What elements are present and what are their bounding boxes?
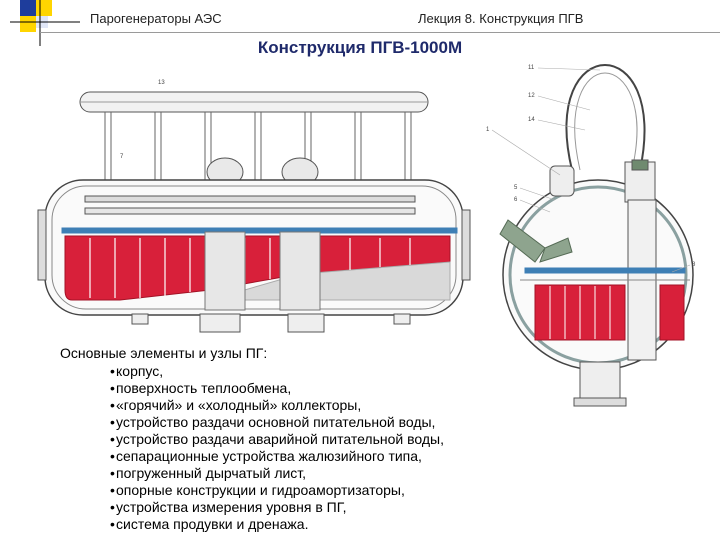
callout-label: 13 <box>158 80 165 86</box>
header-lecture-title: Лекция 8. Конструкция ПГВ <box>418 11 584 26</box>
bullet-marker: • <box>110 499 115 515</box>
list-item: •корпус, <box>110 363 530 380</box>
list-item-text: устройство раздачи аварийной питательной… <box>116 431 444 447</box>
logo-decoration <box>10 0 80 46</box>
header-course-title: Парогенераторы АЭС <box>90 11 222 26</box>
page-title: Конструкция ПГВ-1000М <box>257 38 463 57</box>
list-item-text: «горячий» и «холодный» коллекторы, <box>116 397 362 413</box>
components-list: •корпус, •поверхность теплообмена, •«гор… <box>60 363 530 533</box>
bullet-marker: • <box>110 380 115 396</box>
list-item-text: опорные конструкции и гидроамортизаторы, <box>116 482 405 498</box>
list-item: •система продувки и дренажа. <box>110 516 530 533</box>
list-item: •устройство раздачи аварийной питательно… <box>110 431 530 448</box>
bullet-marker: • <box>110 516 115 532</box>
list-item-text: погруженный дырчатый лист, <box>116 465 307 481</box>
header-divider <box>40 32 720 33</box>
list-item: •устройства измерения уровня в ПГ, <box>110 499 530 516</box>
bullet-marker: • <box>110 431 115 447</box>
components-list-section: Основные элементы и узлы ПГ: •корпус, •п… <box>60 345 530 533</box>
list-item: •поверхность теплообмена, <box>110 380 530 397</box>
list-item: •«горячий» и «холодный» коллекторы, <box>110 397 530 414</box>
bullet-marker: • <box>110 465 115 481</box>
horizontal-vessel-view <box>37 91 471 333</box>
callout-label: 7 <box>120 154 124 160</box>
vertical-section-view <box>491 63 694 407</box>
list-item-text: система продувки и дренажа. <box>116 516 309 532</box>
callout-label: 14 <box>528 117 535 123</box>
callout-label: 11 <box>528 65 535 71</box>
list-item-text: устройства измерения уровня в ПГ, <box>116 499 347 515</box>
steam-generator-drawing: 13 7 <box>37 63 696 407</box>
callout-label: 8 <box>692 262 696 268</box>
bullet-marker: • <box>110 414 115 430</box>
bullet-marker: • <box>110 482 115 498</box>
list-item: •опорные конструкции и гидроамортизаторы… <box>110 482 530 499</box>
list-heading: Основные элементы и узлы ПГ: <box>60 345 268 361</box>
callout-label: 6 <box>514 197 518 203</box>
list-item-text: корпус, <box>116 363 164 379</box>
list-item: •погруженный дырчатый лист, <box>110 465 530 482</box>
callout-label: 1 <box>486 127 490 133</box>
list-item-text: поверхность теплообмена, <box>116 380 292 396</box>
bullet-marker: • <box>110 397 115 413</box>
list-item-text: устройство раздачи основной питательной … <box>116 414 436 430</box>
callout-label: 5 <box>514 185 518 191</box>
callout-label: 12 <box>528 93 535 99</box>
list-item: •устройство раздачи основной питательной… <box>110 414 530 431</box>
bullet-marker: • <box>110 363 115 379</box>
list-item: •сепарационные устройства жалюзийного ти… <box>110 448 530 465</box>
list-item-text: сепарационные устройства жалюзийного тип… <box>116 448 422 464</box>
bullet-marker: • <box>110 448 115 464</box>
